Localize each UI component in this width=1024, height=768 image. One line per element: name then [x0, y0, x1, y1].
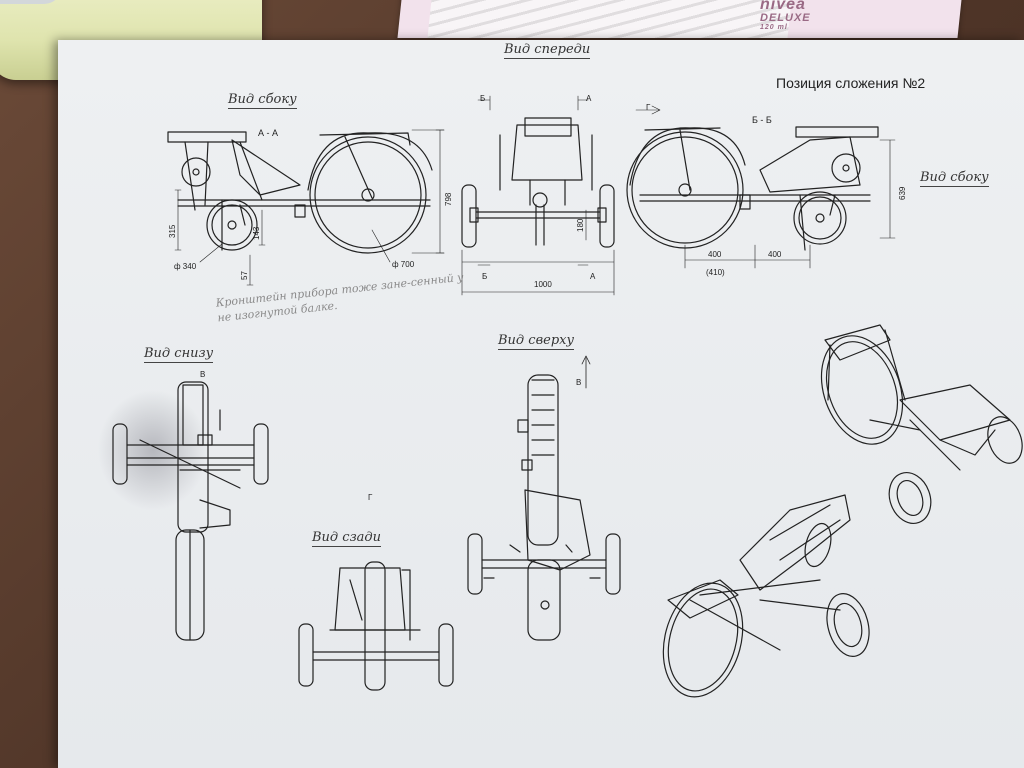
section-bb: Б - Б: [752, 115, 772, 125]
dim-400-right: 400: [768, 250, 782, 259]
dim-639: 639: [898, 186, 907, 200]
front-view: [461, 117, 615, 248]
drawing-sheet: [58, 40, 1024, 768]
brand-name: nivea: [760, 0, 806, 13]
package-brand: nivea DELUXE 120 ml: [760, 0, 811, 31]
dim-wheel-large: ф 700: [392, 260, 415, 269]
dim-1000: 1000: [534, 280, 552, 289]
bottle-cap: [0, 0, 62, 4]
section-b-bottom: Б: [482, 272, 488, 281]
brand-sub: 120 ml: [760, 24, 788, 31]
section-a-bottom: А: [590, 272, 596, 281]
brand-line: DELUXE: [760, 12, 811, 24]
section-aa: А - А: [258, 128, 279, 138]
dim-400-left: 400: [708, 250, 722, 259]
section-a-top: А: [586, 94, 592, 103]
section-b-top: Б: [480, 94, 486, 103]
section-g-rear: Г: [368, 493, 373, 502]
dim-57: 57: [240, 271, 249, 280]
label-rear-view: Вид сзади: [312, 530, 382, 547]
bottom-view: [112, 381, 269, 641]
section-g-side: Г: [646, 103, 651, 112]
label-front-view: Вид спереди: [504, 42, 591, 59]
isometric-view-upper: [820, 324, 1023, 524]
dim-180: 180: [576, 218, 585, 232]
label-side-view-left: Вид сбоку: [228, 92, 297, 109]
dim-wheel-small: ф 340: [174, 262, 197, 271]
dim-315: 315: [168, 224, 177, 238]
label-bottom-view: Вид снизу: [144, 346, 214, 363]
label-top-view: Вид сверху: [498, 333, 575, 350]
top-view-arrow: [581, 355, 591, 389]
dim-143: 143: [252, 226, 261, 240]
side-view-right: [626, 126, 879, 251]
side-view-right-dims: [635, 105, 896, 269]
front-view-dims: [461, 95, 615, 296]
side-view-left: [167, 131, 433, 254]
rear-view: [298, 561, 454, 691]
dim-798: 798: [444, 192, 453, 206]
section-v-top: В: [576, 378, 582, 387]
sheet-title: Позиция сложения №2: [776, 75, 926, 91]
dim-410: (410): [706, 268, 725, 277]
section-v-bottom: В: [200, 370, 206, 379]
top-view: [467, 374, 621, 641]
label-side-view-right: Вид сбоку: [920, 170, 989, 187]
isometric-view-lower: [662, 494, 870, 698]
side-view-left-dims: [174, 129, 445, 286]
